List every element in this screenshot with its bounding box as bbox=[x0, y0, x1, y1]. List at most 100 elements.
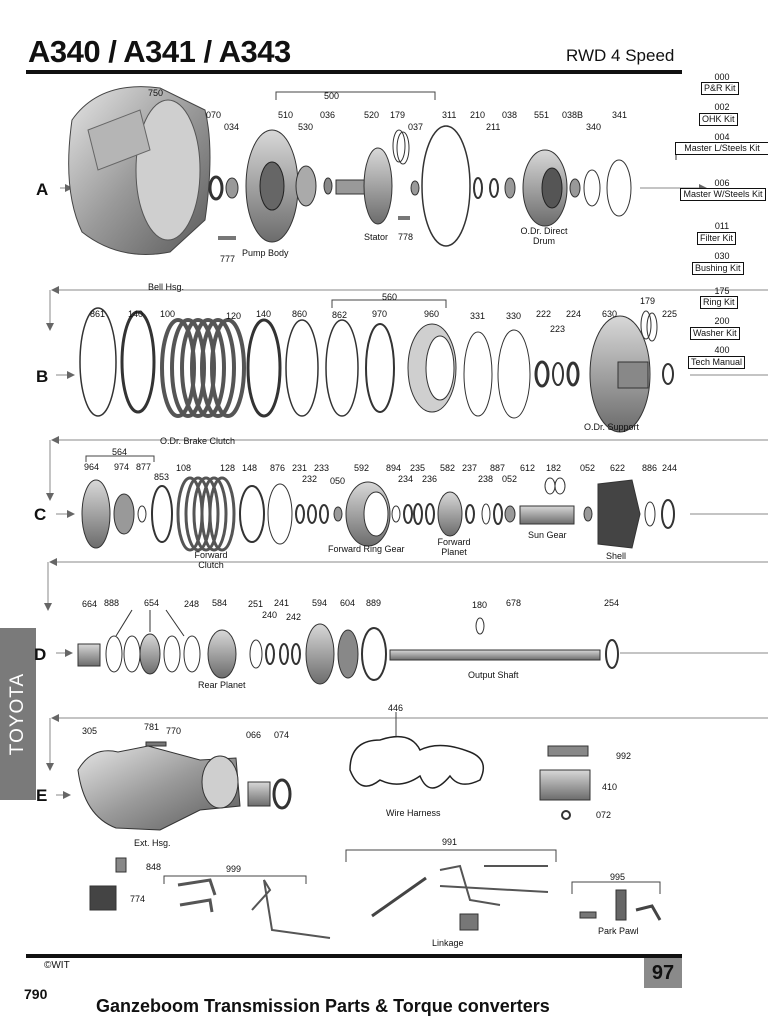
part-name-linkage: Linkage bbox=[432, 938, 464, 948]
part-number: 551 bbox=[534, 110, 550, 120]
kit-label: Bushing Kit bbox=[692, 262, 744, 275]
part-number: 070 bbox=[206, 110, 222, 120]
part-number: 128 bbox=[220, 463, 236, 473]
part-number: 066 bbox=[246, 730, 262, 740]
part-number: 592 bbox=[354, 463, 370, 473]
part-number: 774 bbox=[130, 894, 146, 904]
part-name-odr-brake-clutch: O.Dr. Brake Clutch bbox=[160, 436, 236, 446]
part-number: 510 bbox=[278, 110, 294, 120]
brand-side-tab: TOYOTA bbox=[0, 628, 36, 800]
part-number: 888 bbox=[104, 598, 120, 608]
part-number: 991 bbox=[442, 837, 458, 847]
part-number: 584 bbox=[212, 598, 228, 608]
page-number-badge: 97 bbox=[644, 958, 682, 988]
part-number: 341 bbox=[612, 110, 628, 120]
part-number: 038B bbox=[562, 110, 584, 120]
row-letter-b: B bbox=[36, 367, 49, 386]
part-number: 211 bbox=[486, 122, 501, 132]
part-number: 234 bbox=[398, 474, 414, 484]
part-name-odr-support: O.Dr. Support bbox=[584, 422, 640, 432]
kit-number: 004 bbox=[714, 132, 730, 142]
part-number: 179 bbox=[390, 110, 406, 120]
part-number: 750 bbox=[148, 88, 164, 98]
part-number: 223 bbox=[550, 324, 566, 334]
part-name-sun-gear: Sun Gear bbox=[528, 530, 567, 540]
part-number: 254 bbox=[604, 598, 620, 608]
part-number: 034 bbox=[224, 122, 240, 132]
part-number: 853 bbox=[154, 472, 170, 482]
part-number: 108 bbox=[176, 463, 192, 473]
part-number: 520 bbox=[364, 110, 380, 120]
part-name-wire-harness: Wire Harness bbox=[386, 808, 441, 818]
kit-number: 000 bbox=[714, 72, 730, 82]
kit-number: 030 bbox=[714, 251, 730, 261]
part-name-forward-ring-gear: Forward Ring Gear bbox=[328, 544, 405, 554]
part-name-ext-hsg: Ext. Hsg. bbox=[134, 838, 171, 848]
part-number: 238 bbox=[478, 474, 494, 484]
kit-label: Filter Kit bbox=[697, 232, 737, 245]
part-number: 248 bbox=[184, 599, 200, 609]
row-letter-d: D bbox=[34, 645, 47, 664]
part-number: 654 bbox=[144, 598, 160, 608]
kit-label: Tech Manual bbox=[688, 356, 746, 369]
part-number: 182 bbox=[546, 463, 562, 473]
part-number: 410 bbox=[602, 782, 618, 792]
part-number: 612 bbox=[520, 463, 536, 473]
part-number: 777 bbox=[220, 254, 236, 264]
part-number: 222 bbox=[536, 309, 552, 319]
company-footer: Ganzeboom Transmission Parts & Torque co… bbox=[96, 996, 550, 1016]
part-number: 995 bbox=[610, 872, 626, 882]
part-number: 231 bbox=[292, 463, 308, 473]
kit-number: 011 bbox=[714, 221, 730, 231]
part-number: 235 bbox=[410, 463, 426, 473]
part-number: 862 bbox=[332, 310, 348, 320]
part-name-output-shaft: Output Shaft bbox=[468, 670, 519, 680]
footer-rule bbox=[26, 954, 682, 958]
part-number: 446 bbox=[388, 703, 404, 713]
part-number: 305 bbox=[82, 726, 98, 736]
kit-number: 175 bbox=[714, 286, 730, 296]
part-number: 630 bbox=[602, 309, 618, 319]
kit-label: OHK Kit bbox=[699, 113, 738, 126]
part-number: 781 bbox=[144, 722, 160, 732]
part-number: 140 bbox=[128, 309, 144, 319]
row-b-parts bbox=[79, 299, 674, 433]
part-name-forward-planet: Forward Planet bbox=[437, 537, 471, 557]
part-number: 244 bbox=[662, 463, 678, 473]
part-name-pump-body: Pump Body bbox=[242, 248, 289, 258]
part-number: 861 bbox=[90, 309, 106, 319]
part-number: 233 bbox=[314, 463, 330, 473]
part-name-rear-planet: Rear Planet bbox=[198, 680, 246, 690]
row-c-parts bbox=[81, 455, 675, 552]
part-number: 236 bbox=[422, 474, 438, 484]
part-number: 050 bbox=[330, 476, 346, 486]
part-number: 594 bbox=[312, 598, 328, 608]
part-number: 052 bbox=[580, 463, 596, 473]
part-number: 970 bbox=[372, 309, 388, 319]
part-number: 664 bbox=[82, 599, 98, 609]
part-number: 894 bbox=[386, 463, 402, 473]
part-number: 876 bbox=[270, 463, 286, 473]
row-e-parts bbox=[77, 712, 662, 939]
part-number: 860 bbox=[292, 309, 308, 319]
part-number: 887 bbox=[490, 463, 506, 473]
part-name-stator: Stator bbox=[364, 232, 389, 242]
part-number: 311 bbox=[442, 110, 457, 120]
part-number: 848 bbox=[146, 862, 162, 872]
kit-label: Ring Kit bbox=[700, 296, 738, 309]
part-number: 072 bbox=[596, 810, 612, 820]
part-number: 052 bbox=[502, 474, 518, 484]
part-number: 140 bbox=[256, 309, 272, 319]
part-number: 877 bbox=[136, 462, 152, 472]
part-number: 251 bbox=[248, 599, 264, 609]
part-name-shell: Shell bbox=[606, 551, 627, 561]
part-number: 180 bbox=[472, 600, 488, 610]
part-number: 530 bbox=[298, 122, 314, 132]
part-number: 210 bbox=[470, 110, 486, 120]
part-name-park-pawl: Park Pawl bbox=[598, 926, 639, 936]
part-number: 622 bbox=[610, 463, 626, 473]
kit-number: 006 bbox=[714, 178, 730, 188]
part-name-odr-direct-drum: O.Dr. Direct Drum bbox=[520, 226, 568, 246]
kit-label: P&R Kit bbox=[701, 82, 739, 95]
